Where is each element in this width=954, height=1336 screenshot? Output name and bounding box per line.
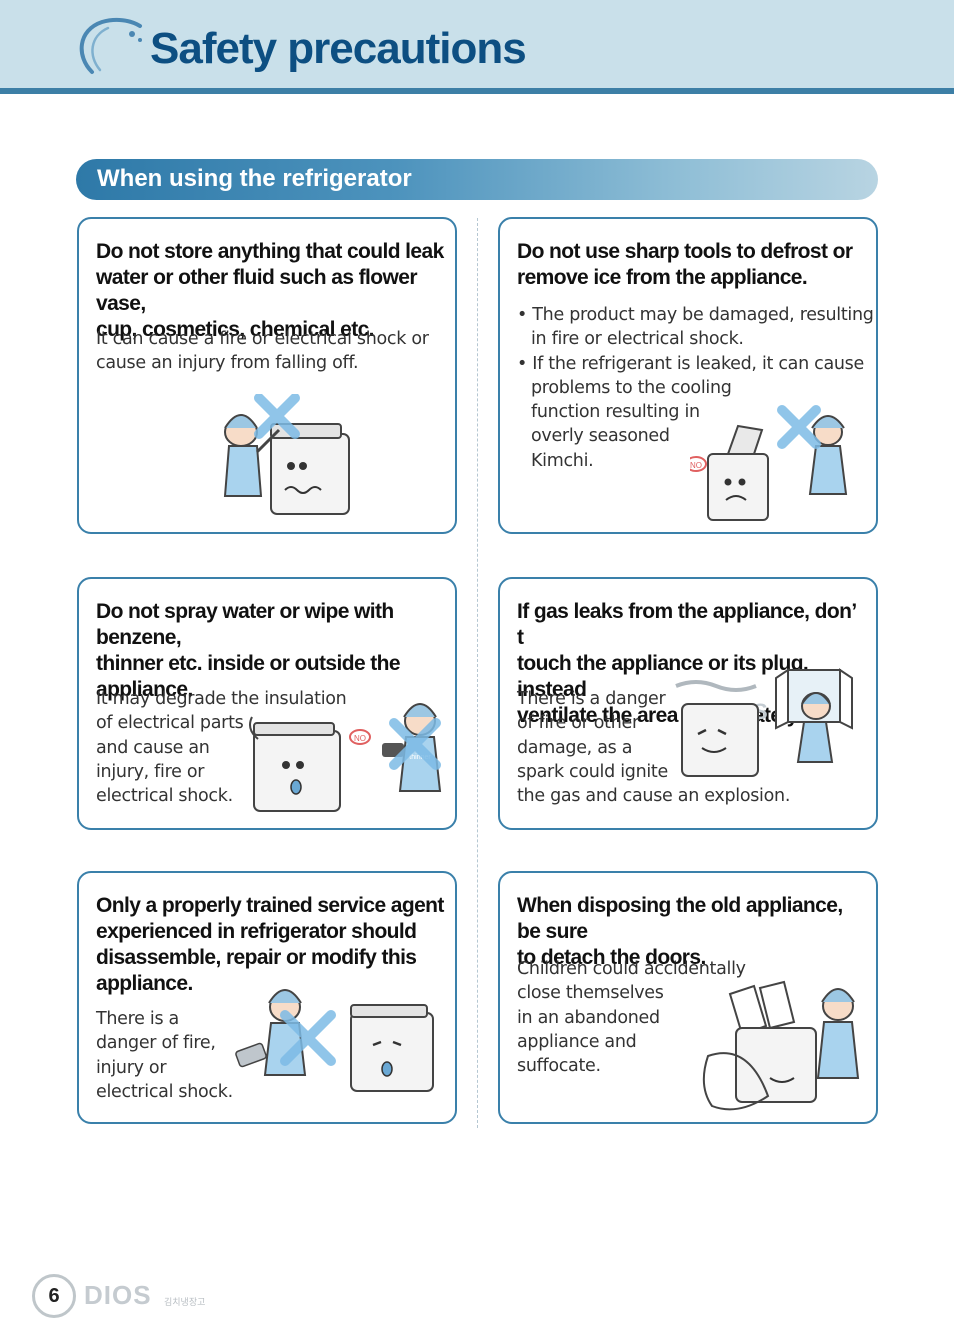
card-body-line: in an abandoned xyxy=(517,1007,660,1028)
girl-with-open-fridge-illustration xyxy=(702,980,860,1111)
card-body-line: damage, as a xyxy=(517,737,633,758)
card-title-line: appliance. xyxy=(96,972,193,995)
card-body-line: It may degrade the insulation xyxy=(96,689,347,709)
card-body-line: injury or xyxy=(96,1057,167,1078)
bullet-line: • If the refrigerant is leaked, it can c… xyxy=(517,353,864,374)
brand-subtitle: 김치냉장고 xyxy=(164,1297,206,1307)
card-body-line: and cause an xyxy=(96,737,210,758)
section-bar: When using the refrigerator xyxy=(76,159,878,200)
no-label: NO xyxy=(354,734,366,743)
card-body: Children could accidentally close themse… xyxy=(517,957,746,1078)
section-title: When using the refrigerator xyxy=(97,165,412,192)
girl-with-tools-illustration xyxy=(235,989,434,1092)
card-body-line: of electrical parts xyxy=(96,713,244,734)
card-title-line: Do not use sharp tools to defrost or xyxy=(517,240,853,263)
column-divider xyxy=(477,218,478,1128)
bullet-line: • The product may be damaged, resulting xyxy=(517,305,874,325)
precaution-card-service-agent: Only a properly trained service agent ex… xyxy=(77,871,457,1124)
bullet-line: overly seasoned xyxy=(531,426,670,447)
card-body-line: electrical shock. xyxy=(96,1081,233,1102)
card-title-line: thinner etc. inside or outside the xyxy=(96,652,401,675)
card-title: When disposing the old appliance, be sur… xyxy=(517,893,866,971)
card-title-line: remove ice from the appliance. xyxy=(517,266,808,289)
girl-opening-window-gas-illustration: GAS xyxy=(675,668,853,777)
card-body-line: danger of fire, xyxy=(96,1033,216,1054)
card-title-line: to detach the doors. xyxy=(517,946,706,969)
card-title: Only a properly trained service agent ex… xyxy=(96,893,445,997)
card-title: Do not use sharp tools to defrost or rem… xyxy=(517,239,866,291)
card-body-line: the gas and cause an explosion. xyxy=(517,786,791,807)
page-title: Safety precautions xyxy=(150,24,527,73)
precaution-card-gas-leak: If gas leaks from the appliance, don’ t … xyxy=(498,577,878,830)
card-body: There is a danger of fire or other damag… xyxy=(517,687,790,808)
card-title-line: If gas leaks from the appliance, don’ t xyxy=(517,600,856,649)
precaution-card-sharp-tools: Do not use sharp tools to defrost or rem… xyxy=(498,217,878,534)
no-label: NO xyxy=(690,461,702,470)
card-title-line: Do not spray water or wipe with benzene, xyxy=(96,600,394,649)
card-title: Do not store anything that could leak wa… xyxy=(96,239,445,343)
swoosh-logo-icon xyxy=(79,17,142,74)
card-body-line: appliance and xyxy=(517,1031,637,1052)
girl-with-sharp-tool-illustration: NO xyxy=(690,405,848,521)
card-body: • The product may be damaged, resulting … xyxy=(517,303,874,473)
thinner-label: thinner xyxy=(409,754,431,761)
card-body-line: cause an injury from falling off. xyxy=(96,353,359,374)
card-body-line: spark could ignite xyxy=(517,761,668,782)
card-body-line: It can cause a fire or electrical shock … xyxy=(96,329,429,349)
card-body-line: of fire or other xyxy=(517,713,639,734)
precaution-card-spray-water: Do not spray water or wipe with benzene,… xyxy=(77,577,457,830)
card-body-line: electrical shock. xyxy=(96,786,233,807)
header-rule xyxy=(0,88,954,94)
girl-spraying-thinner-illustration: NO thinner xyxy=(249,703,442,812)
card-title-line: water or other fluid such as flower vase… xyxy=(96,266,418,315)
card-title-line: appliance. xyxy=(96,678,193,701)
card-title: Do not spray water or wipe with benzene,… xyxy=(96,599,445,703)
card-title-line: When disposing the old appliance, be sur… xyxy=(517,894,843,943)
bullet-line: function resulting in xyxy=(531,402,700,423)
bullet-line: problems to the cooling xyxy=(531,377,732,398)
card-body-line: close themselves xyxy=(517,983,664,1004)
card-body: It may degrade the insulation of electri… xyxy=(96,687,347,808)
card-body: It can cause a fire or electrical shock … xyxy=(96,327,429,376)
card-body-line: injury, fire or xyxy=(96,761,205,782)
card-body-line: There is a xyxy=(96,1009,179,1029)
precaution-card-dispose-doors: When disposing the old appliance, be sur… xyxy=(498,871,878,1124)
card-title-line: touch the appliance or its plug, instead xyxy=(517,652,809,701)
header-band xyxy=(0,0,954,88)
bullet-line: in fire or electrical shock. xyxy=(531,329,744,350)
girl-placing-vase-on-fridge-illustration xyxy=(223,394,350,515)
page-number: 6 xyxy=(32,1274,76,1318)
precaution-card-leaking-items: Do not store anything that could leak wa… xyxy=(77,217,457,534)
card-title-line: Do not store anything that could leak xyxy=(96,240,444,263)
card-title-line: cup, cosmetics, chemical etc. xyxy=(96,318,375,341)
card-title-line: experienced in refrigerator should xyxy=(96,920,417,943)
card-body-line: Children could accidentally xyxy=(517,959,746,979)
card-title: If gas leaks from the appliance, don’ t … xyxy=(517,599,866,729)
card-body-line: There is a danger xyxy=(517,689,666,709)
card-body-line: suffocate. xyxy=(517,1056,601,1077)
card-title-line: Only a properly trained service agent xyxy=(96,894,444,917)
card-body: There is a danger of fire, injury or ele… xyxy=(96,1007,233,1104)
card-title-line: disassemble, repair or modify this xyxy=(96,946,417,969)
brand-logo: DIOS xyxy=(84,1280,152,1310)
bullet-line: Kimchi. xyxy=(531,450,594,471)
